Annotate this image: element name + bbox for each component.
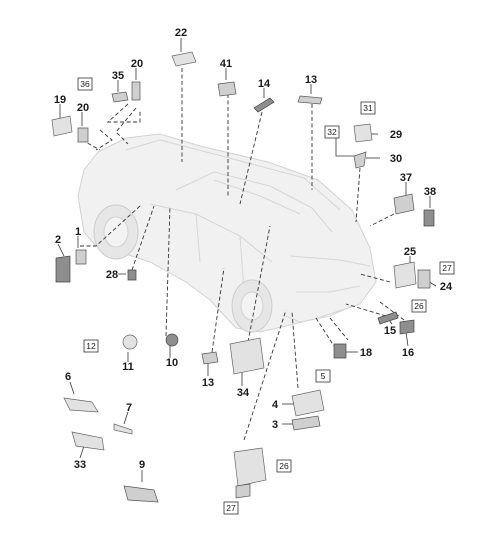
label-28: 28 xyxy=(106,269,118,281)
part-29-module xyxy=(353,123,373,143)
boxed-label-26-lower: 26 xyxy=(276,459,292,473)
label-25: 25 xyxy=(404,246,416,258)
boxed-label-12: 12 xyxy=(83,339,99,353)
part-13-sensor-top xyxy=(297,95,323,105)
label-29: 29 xyxy=(390,129,402,141)
part-10-sensor-ring xyxy=(165,333,179,347)
part-24-strip xyxy=(417,269,431,289)
part-13-sensor-lower xyxy=(201,351,219,365)
label-6: 6 xyxy=(65,371,71,383)
label-34: 34 xyxy=(237,387,250,399)
part-30-bracket xyxy=(353,151,367,169)
label-3: 3 xyxy=(272,419,278,431)
boxed-label-31: 31 xyxy=(360,101,376,115)
label-37: 37 xyxy=(400,172,412,184)
label-4: 4 xyxy=(272,399,279,411)
part-35-bracket xyxy=(111,91,129,103)
svg-text:32: 32 xyxy=(327,127,337,137)
boxed-label-26-right: 26 xyxy=(411,299,427,313)
part-27-lower-clip xyxy=(235,483,251,499)
label-35: 35 xyxy=(112,70,124,82)
boxed-label-27-right: 27 xyxy=(439,261,455,275)
label-14: 14 xyxy=(258,78,271,90)
label-13-top: 13 xyxy=(305,74,317,86)
boxed-label-32: 32 xyxy=(324,125,340,139)
part-11-ultrasonic-sensor xyxy=(122,334,138,350)
part-18-cover xyxy=(333,343,347,359)
part-4-module xyxy=(291,389,325,417)
label-24: 24 xyxy=(440,281,453,293)
label-10: 10 xyxy=(166,357,178,369)
part-34-control-unit xyxy=(229,337,265,375)
part-33-key-fob xyxy=(71,431,105,451)
leader-lines xyxy=(57,38,437,482)
label-1: 1 xyxy=(75,226,81,238)
label-38: 38 xyxy=(424,186,436,198)
label-16: 16 xyxy=(402,347,414,359)
part-3-base xyxy=(291,415,321,431)
part-22-control-unit xyxy=(171,51,197,67)
part-37-sensor xyxy=(393,193,415,215)
svg-text:26: 26 xyxy=(279,461,289,471)
part-19-bracket xyxy=(51,115,73,137)
svg-text:26: 26 xyxy=(414,301,424,311)
svg-text:31: 31 xyxy=(363,103,373,113)
svg-text:36: 36 xyxy=(80,79,90,89)
label-18: 18 xyxy=(360,347,372,359)
label-9: 9 xyxy=(139,459,145,471)
boxed-labels: 36 31 32 27 26 12 5 26 xyxy=(77,77,455,515)
label-33: 33 xyxy=(74,459,86,471)
label-20-top: 20 xyxy=(131,58,143,70)
part-14-sensor xyxy=(253,97,275,113)
component-parts xyxy=(51,51,435,503)
label-19: 19 xyxy=(54,94,66,106)
part-16-sensor xyxy=(399,319,415,335)
part-6-key-fob xyxy=(63,397,99,413)
part-26-lower-assembly xyxy=(233,447,267,487)
label-7: 7 xyxy=(126,402,132,414)
part-25-bracket xyxy=(393,261,417,289)
svg-text:5: 5 xyxy=(321,371,326,381)
label-41: 41 xyxy=(220,58,232,70)
label-2: 2 xyxy=(55,234,61,246)
svg-text:27: 27 xyxy=(226,503,236,513)
part-41-module xyxy=(217,81,237,97)
part-9-key-fob xyxy=(123,485,159,503)
part-7-blade xyxy=(113,423,133,435)
svg-text:12: 12 xyxy=(86,341,96,351)
part-38-clip xyxy=(423,209,435,227)
part-20-lower-clip xyxy=(77,127,89,143)
part-20-top-clip xyxy=(131,81,141,101)
svg-text:27: 27 xyxy=(442,263,452,273)
label-13-lower: 13 xyxy=(202,377,214,389)
boxed-label-36: 36 xyxy=(77,77,93,91)
vehicle-silhouette xyxy=(77,133,377,333)
part-number-labels: 22 41 14 13 20 35 19 20 29 30 37 38 1 2 … xyxy=(54,27,453,471)
part-28-clip xyxy=(127,269,137,281)
label-22: 22 xyxy=(175,27,187,39)
boxed-label-27-lower: 27 xyxy=(223,501,239,515)
label-30: 30 xyxy=(390,153,402,165)
label-15: 15 xyxy=(384,325,396,337)
label-11: 11 xyxy=(122,361,134,373)
boxed-label-5: 5 xyxy=(315,369,331,383)
label-20-lower: 20 xyxy=(77,102,89,114)
part-2-sensor xyxy=(55,255,71,283)
part-1-bracket xyxy=(75,249,87,265)
part-15-sensor xyxy=(377,311,399,325)
